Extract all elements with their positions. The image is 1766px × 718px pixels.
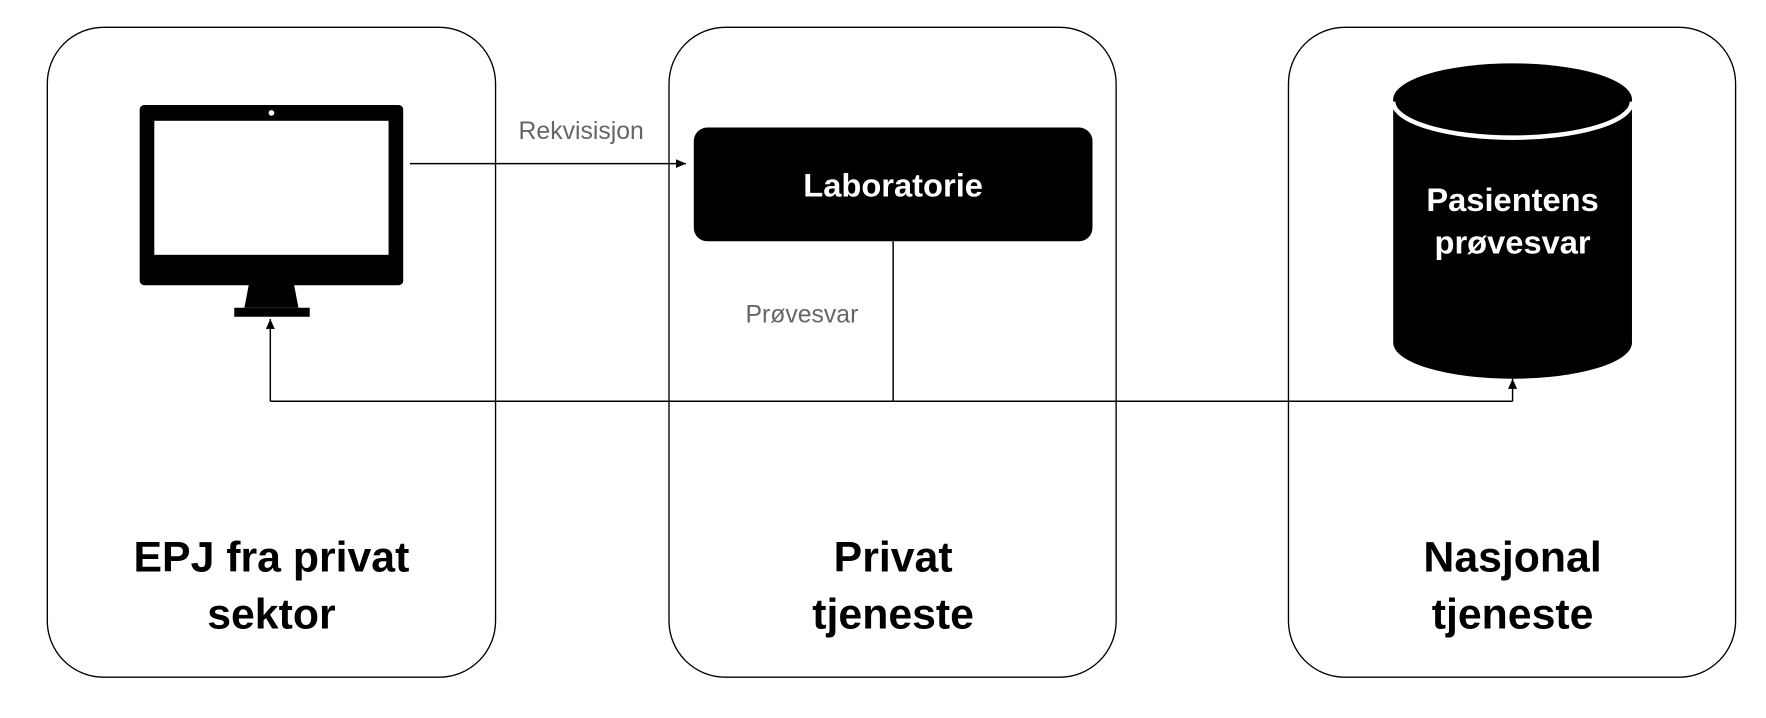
laboratory-label: Laboratorie [803,166,983,203]
database-label-line-1: Pasientens [1426,181,1598,218]
edge-label-results: Prøvesvar [745,301,858,328]
panel-title-line-2: tjeneste [1432,591,1594,639]
monitor-icon [139,105,404,317]
database-cylinder-icon: Pasientens prøvesvar [1390,63,1635,379]
panel-title-line-2: sektor [207,591,335,639]
database-label-line-2: prøvesvar [1435,224,1591,261]
edge-label-requisition: Rekvisisjon [519,118,644,145]
edge-requisition: Rekvisisjon [409,118,686,169]
laboratory-node: Laboratorie [693,127,1093,242]
panel-title-line-1: Nasjonal [1423,533,1601,581]
panel-title-line-1: Privat [834,533,953,581]
edge-results: Prøvesvar [265,241,1518,402]
panel-title-line-2: tjeneste [812,591,974,639]
panel-title-line-1: EPJ fra privat [134,533,410,581]
